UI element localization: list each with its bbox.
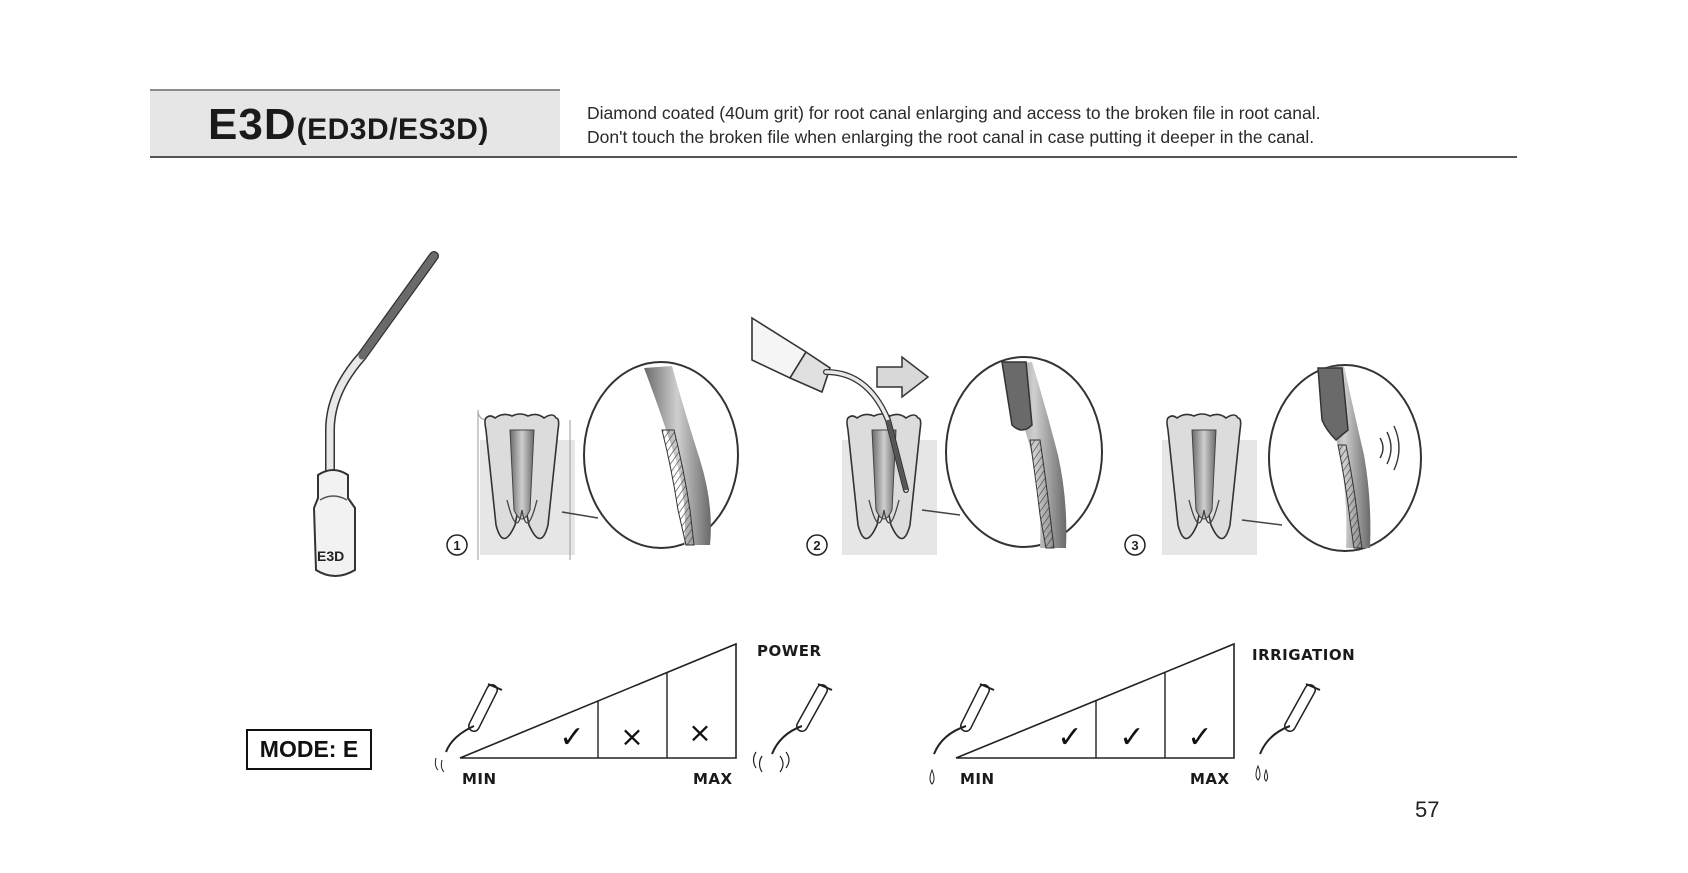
description-line-2: Don't touch the broken file when enlargi… <box>587 127 1315 147</box>
power-level-2: × <box>620 720 643 753</box>
description: Diamond coated (40um grit) for root cana… <box>587 101 1320 149</box>
title-box: E3D(ED3D/ES3D) <box>150 89 560 158</box>
irrigation-level-3: ✓ <box>1187 720 1212 755</box>
power-title: POWER <box>757 642 822 660</box>
step-1-number: 1 <box>453 538 460 553</box>
mode-label: MODE: E <box>246 729 372 770</box>
page-number: 57 <box>1415 797 1440 822</box>
tip-illustration: E3D <box>312 251 439 577</box>
step-3-number: 3 <box>1131 538 1138 553</box>
tip-label: E3D <box>317 548 344 564</box>
step-2-illustration: 2 <box>751 316 1103 556</box>
irrigation-max-label: MAX <box>1190 770 1230 788</box>
page-title: E3D(ED3D/ES3D) <box>208 101 489 154</box>
header-band: E3D(ED3D/ES3D) Diamond coated (40um grit… <box>150 89 1517 160</box>
step-1-illustration: 1 <box>446 361 739 560</box>
irrigation-min-label: MIN <box>960 770 995 788</box>
power-min-label: MIN <box>462 770 497 788</box>
irrigation-gauge: ✓ ✓ ✓ <box>929 642 1321 785</box>
step-3-illustration: 3 <box>1124 364 1422 556</box>
power-gauge: ✓ × × <box>434 642 833 773</box>
irrigation-level-2: ✓ <box>1119 720 1144 755</box>
description-line-1: Diamond coated (40um grit) for root cana… <box>587 103 1321 123</box>
power-level-1: ✓ <box>559 720 584 755</box>
step-2-number: 2 <box>813 538 820 553</box>
irrigation-level-1: ✓ <box>1057 720 1082 755</box>
model-name: E3D <box>208 100 297 149</box>
power-level-3: × <box>688 716 711 749</box>
model-variants: (ED3D/ES3D) <box>296 113 489 146</box>
irrigation-title: IRRIGATION <box>1252 646 1356 664</box>
header-rule <box>560 156 1517 158</box>
power-max-label: MAX <box>693 770 733 788</box>
